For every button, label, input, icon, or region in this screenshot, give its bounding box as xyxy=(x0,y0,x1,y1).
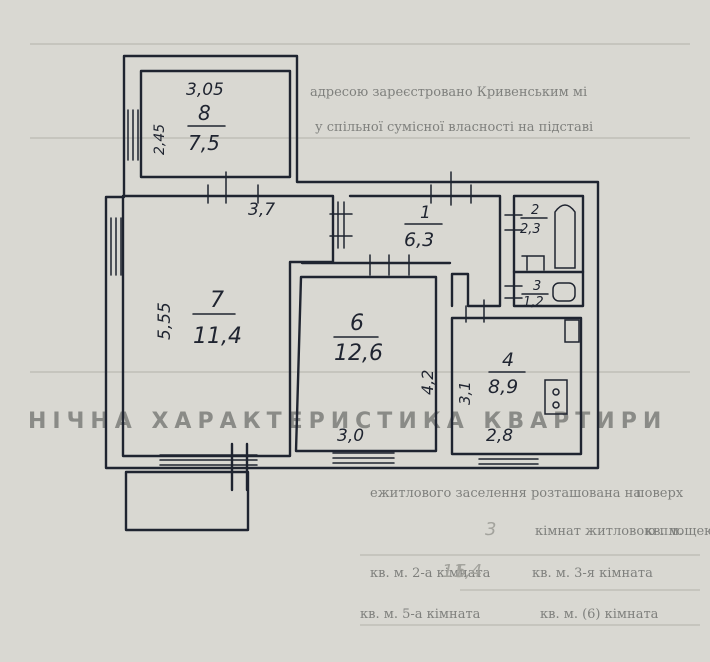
room-8-area: 7,5 xyxy=(188,131,220,155)
door-marks xyxy=(207,171,523,323)
form-line-floor: поверх xyxy=(636,486,684,501)
form-line-room-2: кв. м. 2-а кімната xyxy=(370,566,491,581)
room-2-number: 2 xyxy=(531,203,539,218)
form-line-ownership: у спільної сумісної власності на підстав… xyxy=(315,120,593,135)
form-handwritten-value: 3 xyxy=(485,519,496,540)
room-8-width: 3,05 xyxy=(186,80,224,100)
balcony xyxy=(124,470,250,532)
room-7-depth: 5,55 xyxy=(155,302,175,340)
window-room-6 xyxy=(332,452,395,464)
form-line-room-3: кв. м. 3-я кімната xyxy=(532,566,653,581)
form-line-rooms: кімнат житловою площею xyxy=(535,524,710,539)
room-4-area: 8,9 xyxy=(488,376,518,398)
outer-wall xyxy=(104,54,600,470)
bathtub-icon xyxy=(554,204,576,269)
room-4-wall xyxy=(450,316,583,456)
room-2-area: 2,3 xyxy=(520,222,541,237)
stove-burner-icon xyxy=(552,401,560,409)
room-7-number: 7 xyxy=(210,288,224,313)
room-1-area: 6,3 xyxy=(404,229,434,251)
room-8-number: 8 xyxy=(198,101,211,125)
stove-icon xyxy=(544,379,568,415)
room-4-depth: 3,1 xyxy=(456,381,474,405)
window-room-7-bottom xyxy=(159,442,258,492)
room-7-width: 3,7 xyxy=(248,200,275,220)
room-6-wall xyxy=(294,275,438,453)
room-1-number: 1 xyxy=(420,203,431,223)
room-6-area: 12,6 xyxy=(334,341,383,366)
room-8-depth: 2,45 xyxy=(152,124,168,155)
toilet-icon xyxy=(552,282,576,302)
room-6-depth: 4,2 xyxy=(418,370,437,395)
room-7-wall xyxy=(121,194,335,458)
window-room-8 xyxy=(127,109,139,161)
dimension-labels: 3,05 2,45 3,7 5,55 3,0 4,2 2,8 3,1 xyxy=(152,80,513,446)
room-4-number: 4 xyxy=(502,349,514,371)
stove-burner-icon xyxy=(552,388,560,396)
form-line-room-6: кв. м. (6) кімната xyxy=(540,607,659,622)
room-3-area: 1,2 xyxy=(523,295,544,310)
form-line-address: адресою зареєстровано Кривенським мі xyxy=(310,85,587,100)
room-6-width: 3,0 xyxy=(337,426,364,446)
fixtures xyxy=(521,204,580,415)
form-handwritten-value: 5 xyxy=(455,561,466,582)
room-8-wall xyxy=(139,69,292,179)
room-7-area: 11,4 xyxy=(193,324,242,349)
walls xyxy=(104,54,600,532)
window-room-4 xyxy=(478,453,539,465)
background-form: адресою зареєстровано Кривенським мі у с… xyxy=(28,43,710,626)
room-4-width: 2,8 xyxy=(486,426,513,446)
room-6-number: 6 xyxy=(350,311,364,336)
sink-icon xyxy=(521,255,545,271)
form-heading: НІЧНА ХАРАКТЕРИСТИКА КВАРТИРИ xyxy=(28,409,667,434)
room-3-number: 3 xyxy=(533,279,541,294)
form-handwritten-value: 11,4 xyxy=(442,561,482,582)
openings xyxy=(110,109,539,492)
form-line-unit: кв. м. xyxy=(645,524,683,539)
room-labels: 8 7,5 7 11,4 1 6,3 2 2,3 3 1,2 6 12,6 4 … xyxy=(187,101,549,398)
room-1-wall xyxy=(348,194,502,308)
form-line-settlement: ежитлового заселення розташована на xyxy=(370,486,641,501)
form-line-room-5: кв. м. 5-а кімната xyxy=(360,607,481,622)
window-room-7 xyxy=(110,217,122,276)
kitchen-sink-icon xyxy=(564,319,580,343)
bathroom-walls xyxy=(512,194,585,308)
